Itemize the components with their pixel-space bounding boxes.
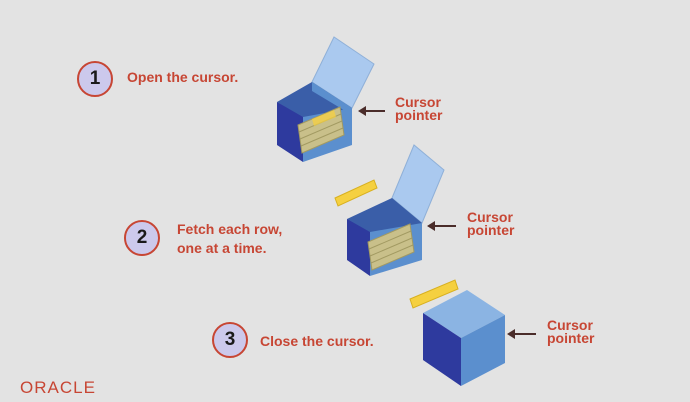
cursor-label-2-line-1: Cursor	[467, 209, 513, 225]
box-3-left-face	[423, 313, 461, 386]
step-2-text: Fetch each row, one at a time.	[177, 220, 282, 258]
open-cursor-box-1	[277, 36, 375, 162]
step-3-badge: 3	[212, 322, 248, 358]
box-2-row-line-1	[368, 230, 412, 250]
fetch-cursor-box-2	[334, 144, 445, 276]
step-2-line-1: Fetch each row,	[177, 221, 283, 237]
step-2-number: 2	[136, 227, 148, 248]
cursor-label-3-line-1: Cursor	[547, 317, 593, 333]
step-3-text: Close the cursor.	[260, 332, 374, 351]
cursor-pointer-arrow-2	[427, 221, 456, 231]
cursor-label-3-line-2: pointer	[547, 330, 595, 346]
cursor-pointer-label-3: Cursor pointer	[547, 317, 595, 346]
step-1-line-1: Open the cursor.	[127, 69, 239, 85]
box-1-inner-side	[312, 82, 352, 115]
cursor-label-1-line-1: Cursor	[395, 94, 441, 110]
box-2-lid	[391, 144, 445, 224]
box-1-row-highlight	[312, 110, 336, 126]
returned-row-bar	[409, 279, 459, 309]
box-1-row-line-2	[299, 120, 343, 140]
box-2-row-line-3	[370, 244, 414, 264]
box-3-right-face	[461, 315, 505, 386]
step-1-text: Open the cursor.	[127, 68, 238, 87]
cursor-pointer-arrow-3	[507, 329, 536, 339]
closed-cursor-box-3	[409, 279, 505, 386]
box-2-row-line-2	[369, 237, 413, 257]
step-1-badge: 1	[77, 61, 113, 97]
step-3-line-1: Close the cursor.	[260, 333, 374, 349]
fetched-row-bar	[334, 179, 378, 207]
box-3-top-face	[423, 290, 505, 338]
step-1-number: 1	[89, 68, 101, 89]
cursor-pointer-label-1: Cursor pointer	[395, 94, 443, 123]
step-2-badge: 2	[124, 220, 160, 256]
box-1-row-line-3	[300, 127, 344, 147]
cursor-pointer-label-2: Cursor pointer	[467, 209, 515, 238]
box-2-left-face	[347, 219, 370, 276]
cursor-label-1-line-2: pointer	[395, 107, 443, 123]
oracle-logo: ORACLE	[20, 378, 96, 397]
box-1-left-face	[277, 102, 303, 162]
cursor-label-2-line-2: pointer	[467, 222, 515, 238]
step-2-line-2: one at a time.	[177, 240, 267, 256]
step-3-number: 3	[224, 329, 236, 350]
cursor-pointer-arrow-1	[358, 106, 385, 116]
